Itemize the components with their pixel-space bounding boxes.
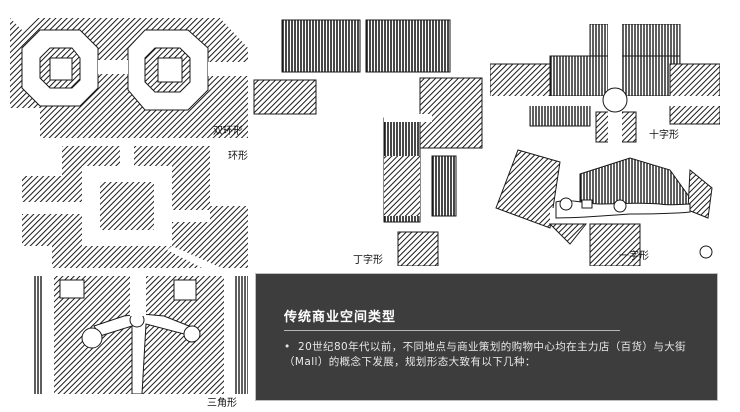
linear-plan [490,148,718,266]
info-bullet-text: •20世纪80年代以前，不同地点与商业策划的购物中心均在主力店（百货）与大街（M… [284,340,704,370]
triangle-label: 三角形 [207,398,237,409]
bullet-glyph: • [284,341,291,353]
double-ring-label: 双环形 [213,126,243,137]
cross-label: 十字形 [649,130,679,141]
info-title: 传统商业空间类型 [284,310,397,325]
double-ring-plan [10,18,248,138]
t-shape-label: 丁字形 [353,255,383,266]
linear-label: 一字形 [619,251,649,262]
ring-label: 环形 [228,151,248,162]
triangle-plan [34,276,248,394]
t-shape-plan [252,18,486,266]
info-divider [284,330,620,331]
cross-plan [490,24,720,144]
info-body: 20世纪80年代以前，不同地点与商业策划的购物中心均在主力店（百货）与大街（Ma… [284,341,687,368]
ring-plan [22,146,248,268]
info-box: 传统商业空间类型 •20世纪80年代以前，不同地点与商业策划的购物中心均在主力店… [255,273,718,401]
